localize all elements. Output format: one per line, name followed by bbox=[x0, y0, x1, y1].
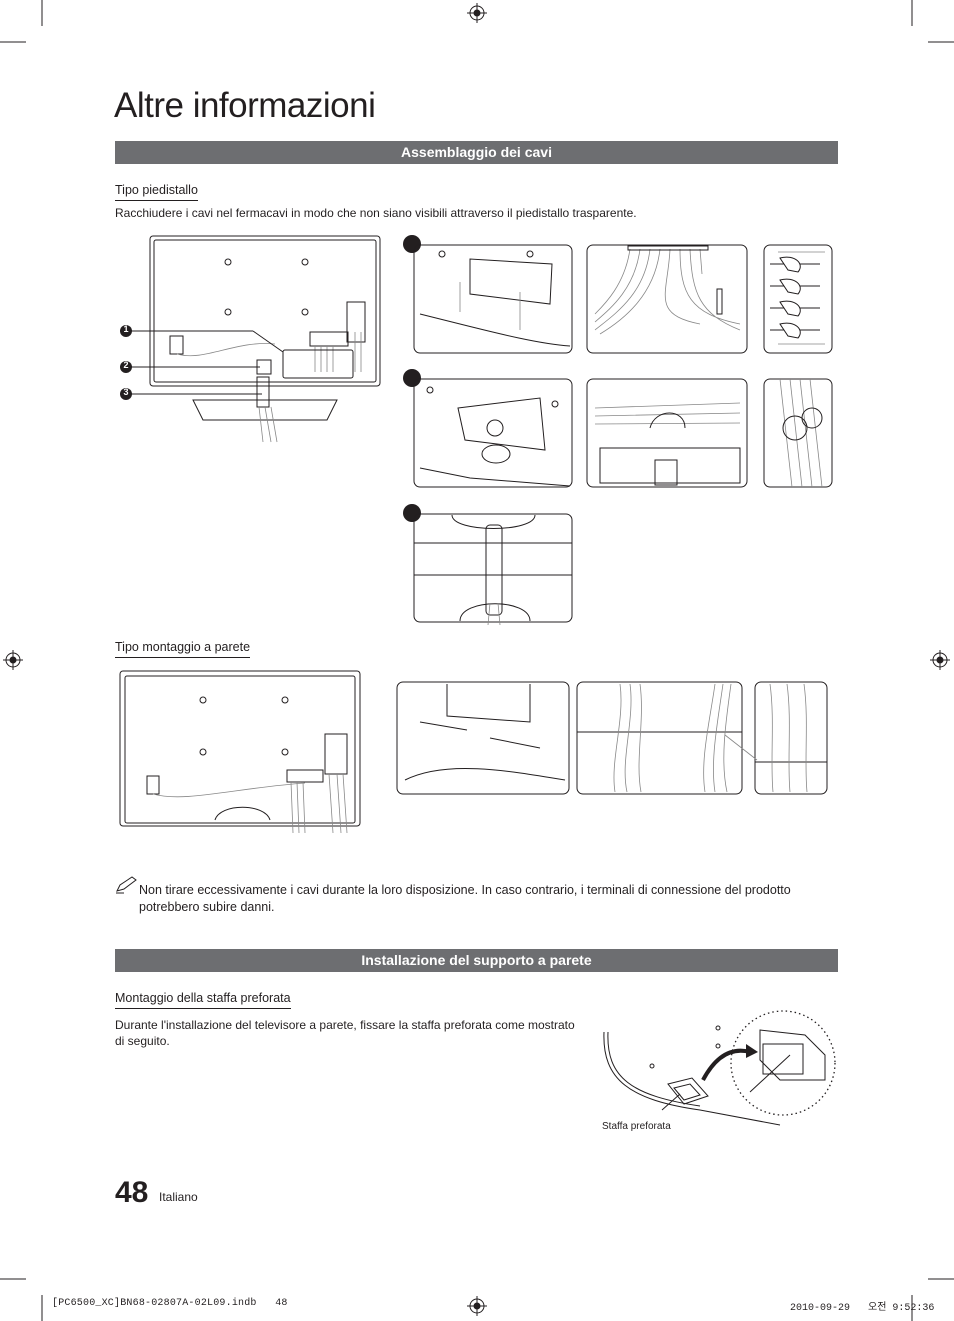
wall-step-illustrations bbox=[396, 681, 828, 795]
callout-label-1: 1 bbox=[123, 324, 129, 334]
page-language: Italiano bbox=[159, 1190, 198, 1204]
page-number: 48 bbox=[115, 1176, 149, 1209]
bracket-description: Durante l'installazione del televisore a… bbox=[115, 1018, 575, 1048]
registration-mark-right bbox=[930, 650, 950, 670]
page-title: Altre informazioni bbox=[114, 86, 376, 125]
note-icon bbox=[116, 876, 137, 894]
registration-mark-top bbox=[467, 3, 487, 23]
footer-timestamp: 2010-09-29 오전 9:52:36 bbox=[790, 1303, 935, 1314]
tv-rear-stand-illustration bbox=[120, 235, 381, 443]
section-heading-wall-mount: Installazione del supporto a parete bbox=[115, 949, 838, 972]
subheading-wall-mount-type: Tipo montaggio a parete bbox=[115, 640, 251, 658]
stand-description: Racchiudere i cavi nel fermacavi in modo… bbox=[115, 206, 637, 220]
bracket-caption: Staffa preforata bbox=[602, 1121, 671, 1132]
step1-illustrations bbox=[403, 235, 833, 354]
callout-label-3: 3 bbox=[123, 387, 129, 397]
section-heading-cable-assembly: Assemblaggio dei cavi bbox=[115, 141, 838, 164]
registration-mark-bottom bbox=[467, 1296, 487, 1316]
tv-rear-wall-illustration bbox=[119, 670, 361, 834]
subheading-bracket: Montaggio della staffa preforata bbox=[115, 991, 291, 1009]
subheading-stand-type: Tipo piedistallo bbox=[115, 183, 198, 201]
step2-illustrations bbox=[403, 369, 833, 488]
footer-file-info: [PC6500_XC]BN68-02807A-02L09.indb 48 bbox=[52, 1298, 288, 1309]
cable-note: Non tirare eccessivamente i cavi durante… bbox=[139, 883, 791, 914]
callout-label-2: 2 bbox=[123, 360, 129, 370]
bracket-illustration bbox=[603, 1010, 836, 1126]
step3-illustration bbox=[403, 504, 573, 626]
registration-mark-left bbox=[3, 650, 23, 670]
